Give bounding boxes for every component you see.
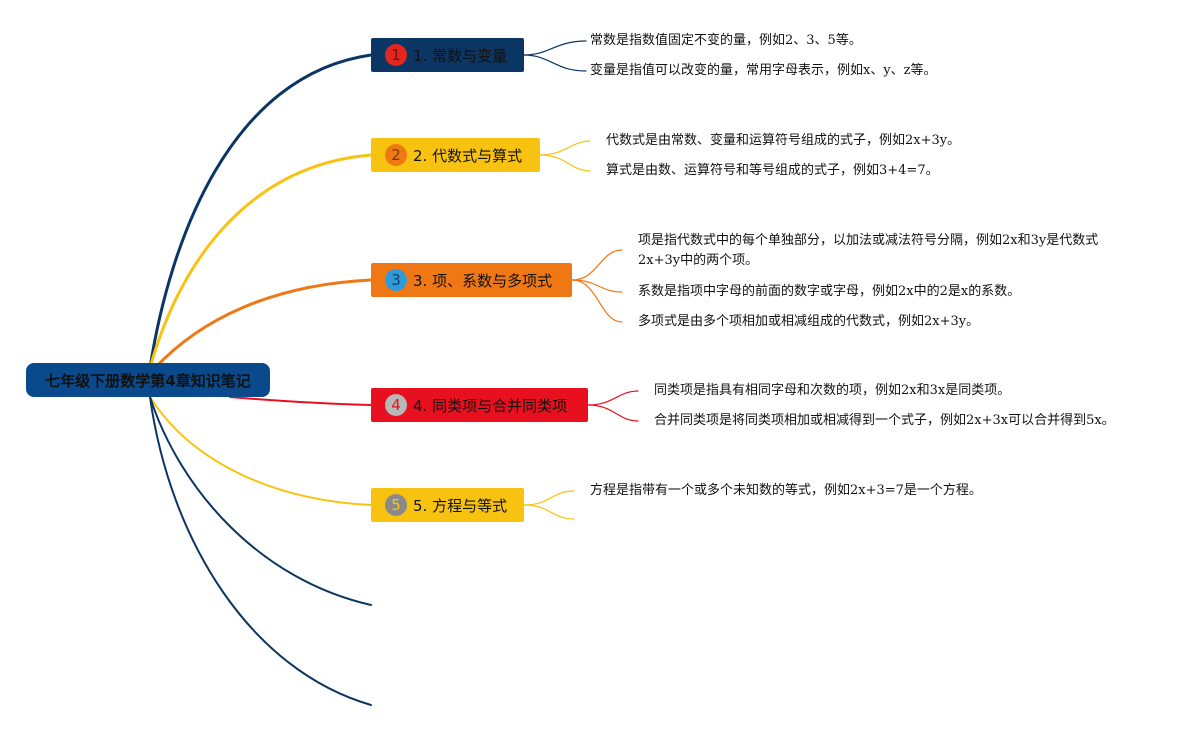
- leaf-line-4-2: [587, 404, 639, 422]
- branch-line-5: [149, 396, 372, 506]
- leaf-line-5-1: [523, 490, 575, 506]
- leaf-line-2-2: [539, 154, 591, 172]
- leaf-line-3-1: [571, 249, 623, 281]
- topic-3-label: 3. 项、系数与多项式: [413, 271, 553, 290]
- number-2-badge-icon: 2: [385, 144, 407, 166]
- topic-3-note-3: 多项式是由多个项相加或相减组成的代数式，例如2x+3y。: [638, 314, 980, 329]
- branch-line-3: [153, 278, 373, 370]
- topic-3-terms-coefficients-polynomials[interactable]: 3 3. 项、系数与多项式: [371, 263, 572, 297]
- number-3-badge-icon: 3: [385, 269, 407, 291]
- topic-2-algebraic-expressions[interactable]: 2 2. 代数式与算式: [371, 138, 540, 172]
- leaf-line-5-2: [523, 504, 575, 520]
- topic-2-label: 2. 代数式与算式: [413, 146, 523, 165]
- branch-line-6: [149, 396, 372, 606]
- branch-line-1: [148, 53, 373, 370]
- root-topic[interactable]: 七年级下册数学第4章知识笔记: [26, 363, 270, 397]
- topic-2-note-1: 代数式是由常数、变量和运算符号组成的式子，例如2x+3y。: [606, 133, 961, 148]
- topic-2-note-2: 算式是由数、运算符号和等号组成的式子，例如3+4=7。: [606, 163, 939, 178]
- topic-1-note-2: 变量是指值可以改变的量，常用字母表示，例如x、y、z等。: [590, 63, 937, 78]
- root-topic-label: 七年级下册数学第4章知识笔记: [45, 371, 251, 390]
- topic-4-note-2: 合并同类项是将同类项相加或相减得到一个式子，例如2x+3x可以合并得到5x。: [654, 413, 1115, 428]
- topic-5-label: 5. 方程与等式: [413, 496, 508, 515]
- branch-line-2: [148, 153, 373, 370]
- topic-4-like-terms[interactable]: 4 4. 同类项与合并同类项: [371, 388, 588, 422]
- topic-5-note-1: 方程是指带有一个或多个未知数的等式，例如2x+3=7是一个方程。: [590, 483, 982, 498]
- number-4-badge-icon: 4: [385, 394, 407, 416]
- leaf-line-4-1: [587, 390, 639, 406]
- leaf-line-1-1: [523, 40, 587, 56]
- leaf-line-1-2: [523, 54, 587, 72]
- number-5-badge-icon: 5: [385, 494, 407, 516]
- topic-4-label: 4. 同类项与合并同类项: [413, 396, 568, 415]
- topic-5-equations[interactable]: 5 5. 方程与等式: [371, 488, 524, 522]
- topic-4-note-1: 同类项是指具有相同字母和次数的项，例如2x和3x是同类项。: [654, 383, 1011, 398]
- topic-1-label: 1. 常数与变量: [413, 46, 508, 65]
- leaf-line-2-1: [539, 140, 591, 156]
- leaf-line-3-3: [571, 279, 623, 323]
- topic-1-note-1: 常数是指数值固定不变的量，例如2、3、5等。: [590, 33, 862, 48]
- topic-1-constants-variables[interactable]: 1 1. 常数与变量: [371, 38, 524, 72]
- topic-3-note-2: 系数是指项中字母的前面的数字或字母，例如2x中的2是x的系数。: [638, 284, 1021, 299]
- topic-3-note-1: 项是指代数式中的每个单独部分，以加法或减法符号分隔，例如2x和3y是代数式2x+…: [638, 233, 1099, 268]
- branch-line-4: [229, 396, 372, 406]
- number-1-badge-icon: 1: [385, 44, 407, 66]
- branch-line-7: [149, 396, 372, 706]
